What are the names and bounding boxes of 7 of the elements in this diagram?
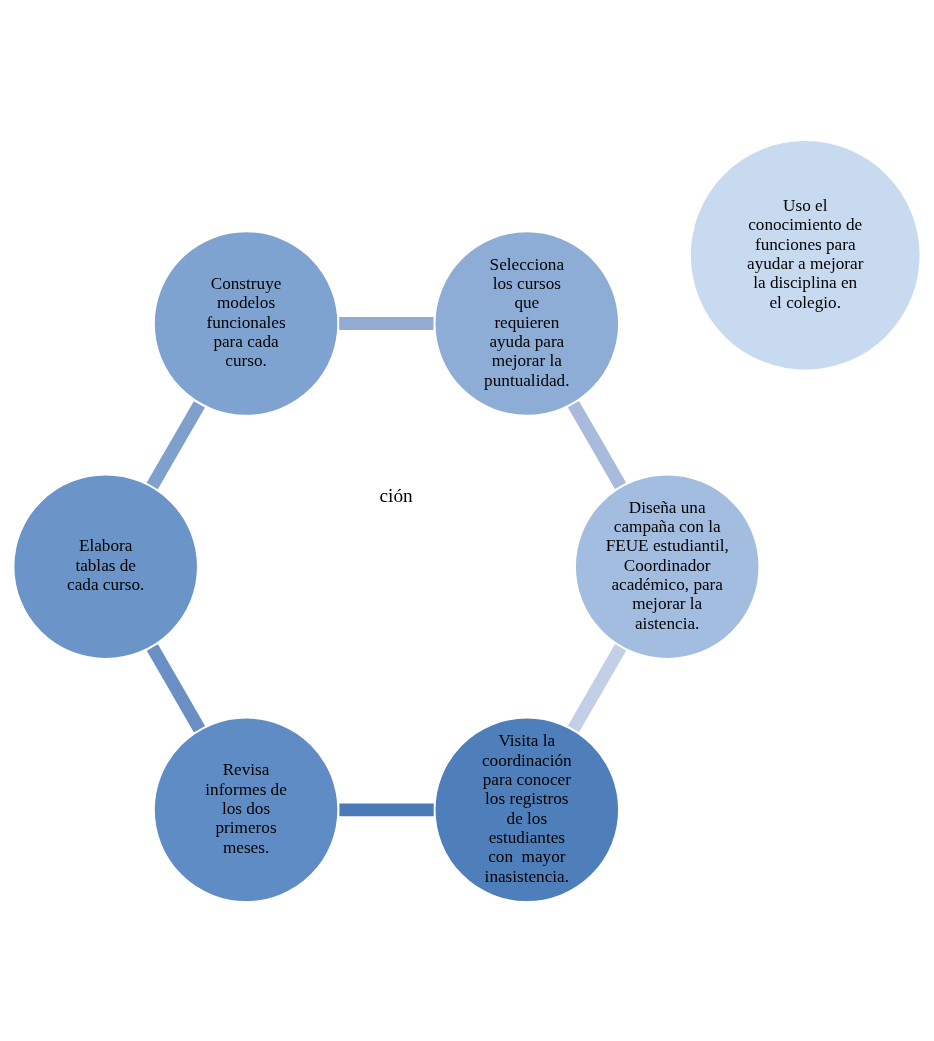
connector bbox=[339, 802, 434, 816]
label: ción bbox=[379, 484, 413, 506]
connector bbox=[567, 400, 627, 489]
connector bbox=[339, 316, 434, 330]
connector bbox=[146, 643, 206, 732]
connector bbox=[146, 400, 205, 489]
connector bbox=[567, 643, 627, 732]
